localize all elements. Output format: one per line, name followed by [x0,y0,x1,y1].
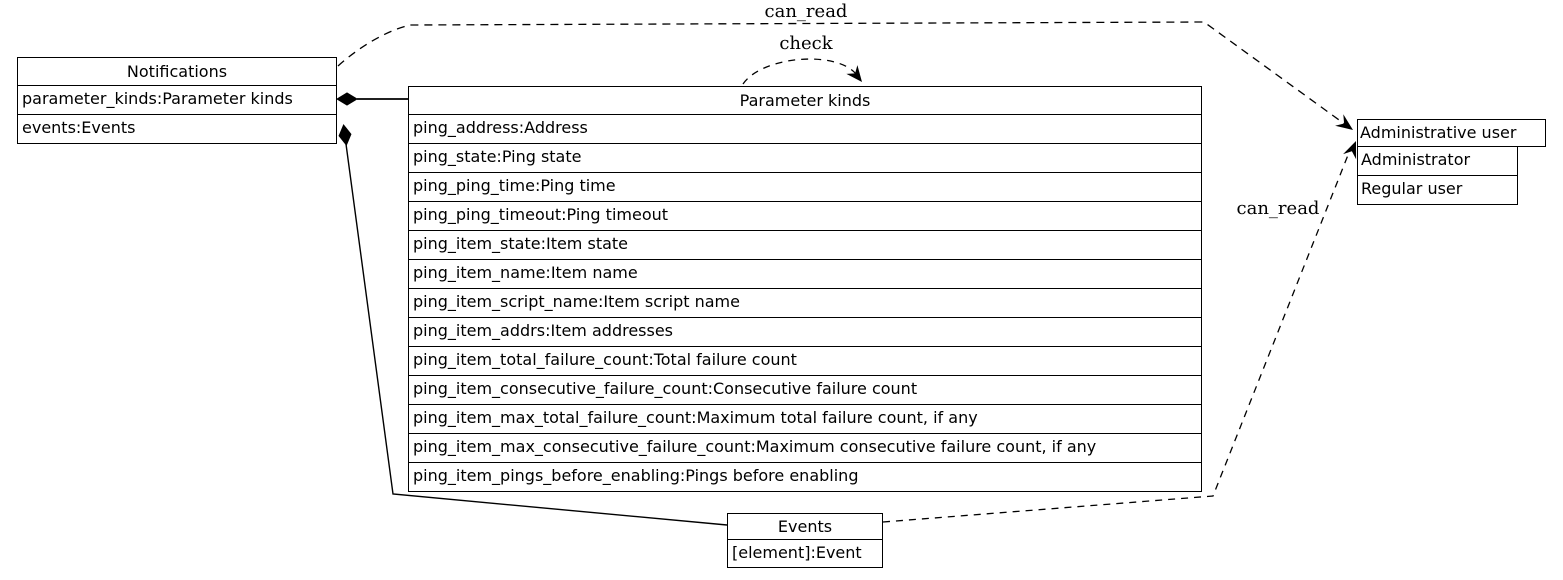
node-notifications: Notifications parameter_kinds:Parameter … [17,57,337,144]
arrowhead-check-icon [846,65,862,82]
admin-user-field-regular-user: Regular user [1358,175,1517,204]
parameter-kinds-field: ping_item_name:Item name [409,259,1201,288]
admin-user-field-administrator: Administrator [1361,150,1471,169]
edge-label-can-read-top: can_read [764,1,848,22]
edge-label-can-read-right: can_read [1236,198,1320,219]
parameter-kinds-field: ping_item_max_total_failure_count:Maximu… [409,404,1201,433]
parameter-kinds-field: ping_item_addrs:Item addresses [409,317,1201,346]
node-administrative-user-rows: Administrator Regular user [1357,147,1518,205]
parameter-kinds-field: ping_item_pings_before_enabling:Pings be… [409,462,1201,491]
edge-can-read-events-to-admin [882,149,1351,523]
node-notifications-field-events: events:Events [18,114,336,143]
edge-check-selfloop [742,58,857,85]
parameter-kinds-field: ping_ping_timeout:Ping timeout [409,201,1201,230]
node-parameter-kinds-title: Parameter kinds [739,91,871,110]
parameter-kinds-field: ping_item_state:Item state [409,230,1201,259]
parameter-kinds-field: ping_ping_time:Ping time [409,172,1201,201]
diamond-parameter-kinds-icon [336,92,358,106]
node-events: Events [element]:Event [727,513,883,568]
arrowhead-can-read-right-icon [1343,141,1357,160]
node-events-title: Events [777,517,833,536]
edge-label-check: check [779,33,833,54]
parameter-kinds-field: ping_address:Address [409,114,1201,143]
node-parameter-kinds: Parameter kinds ping_address:Address pin… [408,86,1202,492]
node-events-field-element: [element]:Event [728,539,882,567]
node-administrative-user: Administrative user Administrator Regula… [1357,119,1546,205]
parameter-kinds-field: ping_item_consecutive_failure_count:Cons… [409,375,1201,404]
parameter-kinds-field: ping_state:Ping state [409,143,1201,172]
node-notifications-field-parameter-kinds: parameter_kinds:Parameter kinds [18,85,336,114]
parameter-kinds-field: ping_item_max_consecutive_failure_count:… [409,433,1201,462]
diamond-events-icon [338,124,352,146]
parameter-kinds-field: ping_item_total_failure_count:Total fail… [409,346,1201,375]
arrowhead-can-read-top-icon [1335,114,1353,130]
node-administrative-user-title: Administrative user [1357,119,1546,147]
node-notifications-title: Notifications [126,62,228,81]
parameter-kinds-field: ping_item_script_name:Item script name [409,288,1201,317]
edge-composition-events [345,143,728,526]
